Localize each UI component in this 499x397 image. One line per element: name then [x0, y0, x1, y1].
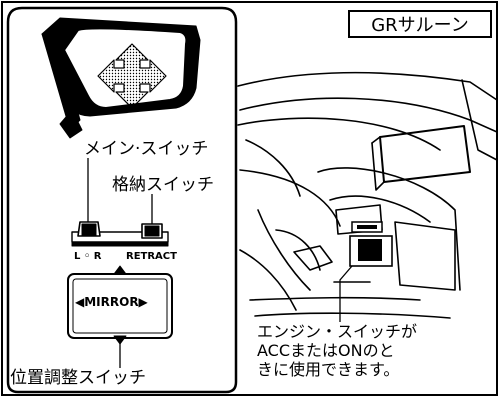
usage-note-line-1: エンジン・スイッチが: [257, 322, 418, 341]
lr-selector-label: L ◦ R: [74, 251, 102, 262]
retract-switch-label: 格納スイッチ: [112, 175, 214, 195]
usage-note: エンジン・スイッチが ACCまたはONのと きに使用できます。: [257, 322, 417, 379]
mirror-printed-label: ◀MIRROR▶: [75, 295, 148, 309]
model-badge: GRサルーン: [348, 10, 492, 38]
retract-printed-label: RETRACT: [126, 251, 177, 262]
four-way-arrow-icon: [97, 43, 167, 109]
mirror-switch-drawing: [67, 221, 173, 345]
car-interior-drawing: [237, 71, 498, 319]
usage-note-line-2: ACCまたはONのと: [257, 341, 395, 360]
usage-note-line-3: きに使用できます。: [257, 360, 400, 379]
main-switch-label: メイン·スイッチ: [84, 139, 209, 159]
position-adjust-switch-label: 位置調整スイッチ: [10, 368, 146, 388]
switch-location-marker: [349, 221, 393, 267]
leader-lines: [87, 158, 353, 368]
